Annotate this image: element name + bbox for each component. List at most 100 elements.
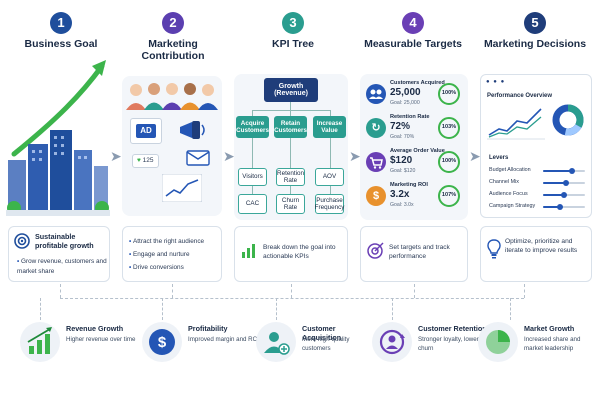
target-value: 3.2x: [390, 189, 410, 200]
bar-chart-icon: [242, 244, 255, 258]
target-goal: Goal: 70%: [390, 134, 415, 140]
decisions-caption: Optimize, prioritize and iterate to impr…: [505, 238, 578, 254]
targets-card: Set targets and track performance: [360, 226, 468, 282]
customers-icon: [366, 84, 386, 104]
step-3-title: KPI Tree: [271, 38, 315, 50]
slider-knob[interactable]: [556, 204, 563, 210]
outcome-title: Market Growth: [524, 324, 575, 333]
kpi-aov-node: AOV: [315, 168, 344, 186]
progress-ring: 103%: [438, 117, 460, 139]
tree-connector: [330, 186, 331, 194]
step-5-number: 5: [524, 12, 546, 34]
tree-connector: [252, 110, 330, 111]
target-value: 25,000: [390, 87, 421, 98]
svg-text:$: $: [158, 334, 167, 351]
target-goal: Goal: 25,000: [390, 100, 420, 106]
outcome-connector: [524, 284, 525, 298]
kpi-tree-caption: Break down the goal into actionable KPIs: [263, 244, 336, 260]
donut-chart-icon: [552, 104, 584, 136]
kpi-retain-node: Retain Customers: [274, 116, 307, 138]
campaign-strategy-slider[interactable]: [543, 204, 585, 210]
target-label: Customers Acquired: [390, 80, 445, 86]
lever-label: Campaign Strategy: [489, 203, 536, 209]
outcome-customer-retention: Customer Retention Stronger loyalty, low…: [372, 318, 490, 378]
outcome-connector: [162, 298, 163, 320]
target-goal: Goal: $120: [390, 168, 416, 174]
marketing-bullet: Drive conversions: [129, 261, 221, 274]
tree-connector: [330, 110, 331, 116]
target-goal: Goal: 3.0x: [390, 202, 414, 208]
target-icon: [14, 233, 30, 249]
slider-knob[interactable]: [561, 192, 567, 198]
business-goal-bullets: Grow revenue, customers and market share: [17, 257, 109, 276]
outcome-connector: [276, 298, 277, 320]
step-4-title: Measurable Targets: [364, 38, 462, 50]
step-1-title: Business Goal: [24, 38, 98, 50]
performance-line-chart: [487, 108, 545, 140]
flow-arrow-icon: ➤: [110, 148, 122, 164]
outcome-connector: [40, 298, 41, 320]
flow-arrow-icon: ➤: [469, 148, 481, 164]
decisions-card: Optimize, prioritize and iterate to impr…: [480, 226, 592, 282]
kpi-tree-card: Break down the goal into actionable KPIs: [234, 226, 348, 282]
step-3-header: 3 KPI Tree: [238, 12, 348, 50]
lever-label: Audience Focus: [489, 191, 528, 197]
target-label: Retention Rate: [390, 114, 430, 120]
step-2-title: Marketing Contribution: [141, 38, 205, 62]
business-goal-card: Sustainable profitable growth Grow reven…: [8, 226, 110, 282]
heart-icon: ♥: [137, 157, 141, 164]
lever-label: Channel Mix: [489, 179, 519, 185]
target-label: Average Order Value: [390, 148, 445, 154]
slider-knob[interactable]: [569, 168, 576, 174]
outcome-desc: Increased share and market leadership: [524, 336, 581, 352]
channel-mix-slider[interactable]: [543, 180, 585, 186]
loyalty-icon: [372, 322, 412, 362]
add-user-icon: [256, 322, 296, 362]
step-4-number: 4: [402, 12, 424, 34]
kpi-churn-node: Churn Rate: [276, 194, 305, 214]
target-value: $120: [390, 155, 413, 166]
kpi-root-node: Growth (Revenue): [264, 78, 318, 102]
outcome-connector: [172, 284, 173, 298]
target-arrow-icon: [367, 242, 384, 259]
kpi-acquire-node: Acquire Customers: [236, 116, 269, 138]
outcome-desc: More high-quality customers: [302, 336, 350, 352]
audience-people-icon: [126, 83, 218, 110]
kpi-cac-node: CAC: [238, 194, 267, 214]
audience-focus-slider[interactable]: [543, 192, 585, 198]
outcome-connector-line: [60, 298, 524, 299]
outcome-market-growth: Market Growth Increased share and market…: [478, 318, 596, 378]
city-growth-illustration: [6, 60, 110, 216]
targets-caption: Set targets and track performance: [389, 244, 450, 260]
dollar-icon: $: [366, 186, 386, 206]
outcome-desc: Stronger loyalty, lower churn: [418, 336, 479, 352]
step-3-number: 3: [282, 12, 304, 34]
step-5-title: Marketing Decisions: [483, 38, 587, 50]
outcome-desc: Higher revenue over time: [66, 336, 136, 343]
lightbulb-icon: [487, 239, 501, 259]
slider-knob[interactable]: [563, 180, 570, 186]
ad-badge: AD: [136, 124, 156, 138]
likes-badge: ♥ 125: [132, 154, 159, 168]
tree-connector: [290, 186, 291, 194]
outcome-connector: [414, 284, 415, 298]
target-row-roi: $ Marketing ROI 3.2x Goal: 3.0x 107%: [366, 182, 460, 216]
step-2-number: 2: [162, 12, 184, 34]
outcome-desc: Improved margin and ROI: [188, 336, 260, 343]
progress-ring: 107%: [438, 185, 460, 207]
outcome-title: Customer Retention: [418, 324, 487, 333]
tree-connector: [290, 110, 291, 116]
progress-ring: 100%: [438, 151, 460, 173]
outcome-profitability: $ Profitability Improved margin and ROI: [142, 318, 260, 378]
business-goal-heading: Sustainable profitable growth: [35, 232, 94, 250]
megaphone-icon: [180, 121, 205, 139]
kpi-value-node: Increase Value: [313, 116, 346, 138]
trend-chart-icon: [162, 174, 202, 202]
growth-bars-icon: [20, 322, 60, 362]
marketing-bullet: Attract the right audience: [129, 235, 221, 248]
target-label: Marketing ROI: [390, 182, 428, 188]
ad-card: AD: [130, 118, 162, 144]
kpi-visitors-node: Visitors: [238, 168, 267, 186]
budget-slider[interactable]: [543, 168, 585, 174]
dashboard-title: Performance Overview: [487, 93, 553, 99]
